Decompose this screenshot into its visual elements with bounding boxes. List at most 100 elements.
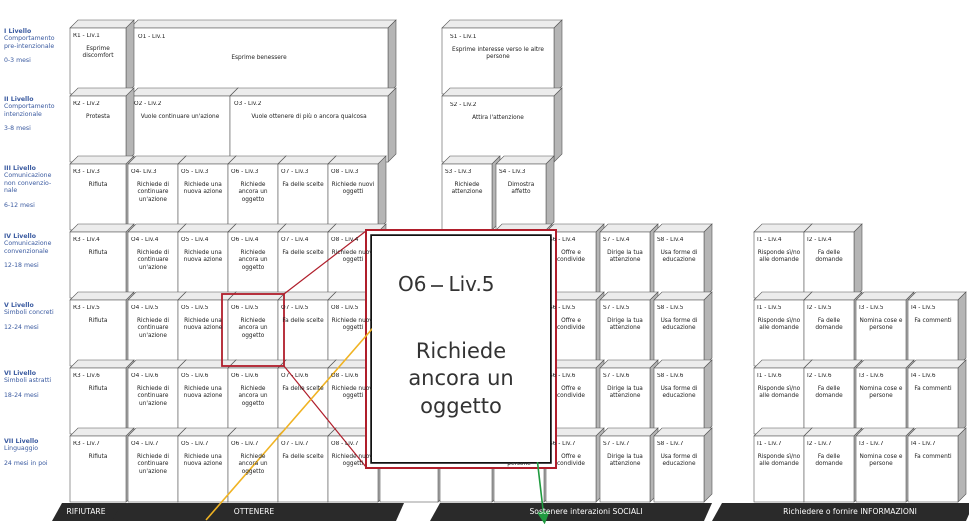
- cube-side-face: [387, 19, 397, 95]
- cube-side-face: [703, 223, 713, 299]
- cell-code: I2 - Liv.5: [807, 305, 832, 311]
- level-label-5: V Livello Simboli concreti 12-24 mesi: [4, 302, 66, 331]
- cell-code: I3 - Liv.7: [859, 441, 884, 447]
- category-ottenere: OTTENERE: [233, 507, 275, 516]
- cube-front-face: [441, 95, 555, 163]
- level-desc: Comunicazione: [4, 172, 52, 180]
- cube: [327, 155, 387, 231]
- level-desc: pre-intenzionale: [4, 42, 55, 50]
- cube: [907, 359, 967, 435]
- level-label-3: III Livello Comunicazione non convenzio-…: [4, 165, 66, 209]
- level-desc: intenzionale: [4, 110, 42, 118]
- cube-side-face: [125, 19, 135, 95]
- cell-code: S8 - Liv.4: [657, 237, 684, 243]
- level-age: 24 mesi in poi: [4, 459, 48, 467]
- cell-desc: Rifiuta: [88, 386, 108, 393]
- cube-front-face: [127, 367, 179, 435]
- cube-front-face: [653, 367, 705, 435]
- category-rifiutare: RIFIUTARE: [66, 507, 106, 516]
- cell-code: O8 - Liv.4: [331, 237, 359, 243]
- cell-desc: Richiede una nuova azione: [183, 318, 223, 332]
- cell-code: I1 - Liv.7: [757, 441, 782, 447]
- cell-code: O6 - Liv.4: [231, 237, 259, 243]
- cell-code: R3 - Liv.4: [73, 237, 100, 243]
- cell-desc: Rifiuta: [88, 250, 108, 257]
- category-band: [112, 503, 404, 521]
- cell-code: O1 - Liv.1: [138, 34, 166, 40]
- cube-front-face: [127, 435, 179, 503]
- level-label-2: II Livello Comportamento intenzionale 3-…: [4, 96, 66, 133]
- level-desc: non convenzio-: [4, 179, 52, 187]
- cube-side-face: [957, 359, 967, 435]
- cube-front-face: [277, 367, 329, 435]
- cube-front-face: [177, 231, 229, 299]
- cell-desc: Richiede una nuova azione: [183, 250, 223, 264]
- cube-front-face: [495, 163, 547, 231]
- cell-code: I3 - Liv.6: [859, 373, 884, 379]
- cell-desc: Esprime benessere: [231, 55, 287, 62]
- cell-desc: Richiede nuovi oggetti: [331, 386, 375, 400]
- cell-desc: Attira l'attenzione: [472, 115, 524, 122]
- connector-line: [283, 365, 367, 468]
- cell-code: O3 - Liv.2: [234, 101, 262, 107]
- cell-code: R3 - Liv.7: [73, 441, 100, 447]
- cell-desc: Protesta: [86, 114, 110, 121]
- cube-front-face: [803, 231, 855, 299]
- cell-code: O6 - Liv.3: [231, 169, 259, 175]
- cube-front-face: [803, 299, 855, 367]
- cell-code: S4 - Liv.3: [499, 169, 526, 175]
- cell-desc: Fa delle scelte: [282, 250, 324, 257]
- cell-code: R3 - Liv.3: [73, 169, 100, 175]
- cube: [495, 155, 555, 231]
- cell-desc: Rifiuta: [88, 318, 108, 325]
- cube-top-face: [69, 19, 135, 29]
- cube-front-face: [127, 299, 179, 367]
- cube-side-face: [853, 223, 863, 299]
- level-title: VII Livello: [4, 438, 39, 445]
- cell-code: O5 - Liv.5: [181, 305, 209, 311]
- level-desc: nale: [4, 187, 18, 195]
- cube-front-face: [227, 231, 279, 299]
- level-title: I Livello: [4, 28, 32, 35]
- cell-code: O7 - Liv.4: [281, 237, 309, 243]
- code-pointer-line: [205, 297, 400, 521]
- cell-code: O6 - Liv.7: [231, 441, 259, 447]
- cube-front-face: [69, 435, 127, 503]
- cube-front-face: [69, 27, 127, 95]
- cube-front-face: [129, 27, 389, 95]
- cell-code: I2 - Liv.7: [807, 441, 832, 447]
- cube-front-face: [69, 231, 127, 299]
- cell-code: I1 - Liv.6: [757, 373, 782, 379]
- cube-front-face: [599, 231, 651, 299]
- cell-code: S8 - Liv.7: [657, 441, 684, 447]
- cube-side-face: [377, 155, 387, 231]
- cell-desc: Usa forme di educazione: [660, 250, 698, 264]
- cell-code: R2 - Liv.2: [73, 101, 100, 107]
- cube: [907, 291, 967, 367]
- cell-code: O4 - Liv.7: [131, 441, 159, 447]
- cube-top-face: [129, 19, 397, 29]
- cell-desc: Richiede di continuare un'azione: [136, 386, 170, 407]
- cell-desc: Offre e condivide: [557, 250, 585, 264]
- cell-s2: S2 - Liv.2 Attira l'attenzione: [446, 102, 550, 154]
